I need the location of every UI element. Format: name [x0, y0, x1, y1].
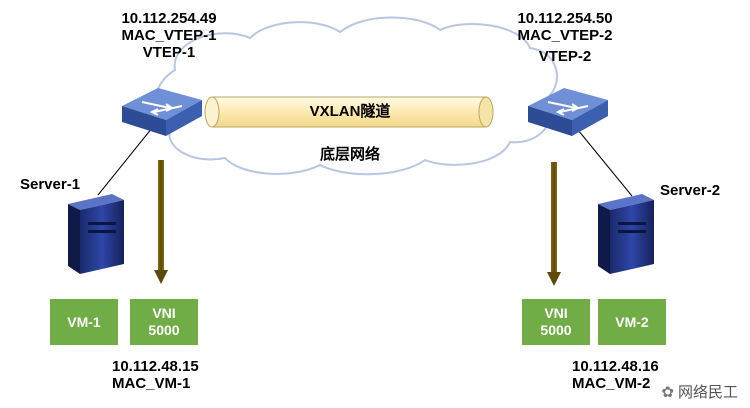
tunnel-label: VXLAN隧道: [309, 103, 391, 120]
underlay-label: 底层网络: [319, 146, 380, 163]
vtep1-mac: MAC_VTEP-1: [121, 27, 217, 44]
vm2-mac: MAC_VM-2: [572, 375, 651, 392]
vtep2-mac: MAC_VTEP-2: [517, 27, 613, 44]
server1-label: Server-1: [20, 176, 81, 193]
vm1-mac: MAC_VM-1: [112, 375, 191, 392]
wechat-icon: ✿: [661, 382, 674, 401]
vm2-ip: 10.112.48.16: [572, 358, 659, 375]
vtep1-ip: 10.112.254.49: [121, 10, 217, 27]
server-icon: [598, 194, 654, 274]
vtep2-name: VTEP-2: [538, 48, 592, 65]
switch-icon: [122, 88, 202, 136]
server-icon: [68, 194, 124, 274]
vm1-ip: 10.112.48.15: [112, 358, 199, 375]
arrow-down-icon: [547, 162, 561, 286]
switch-icon: [528, 88, 608, 136]
vni-box: VNI 5000: [130, 299, 198, 345]
arrow-down-icon: [154, 160, 168, 284]
vtep1-name: VTEP-1: [142, 44, 196, 61]
vm1-box: VM-1: [50, 299, 118, 345]
link-server1-vtep1: [97, 127, 153, 196]
server2-label: Server-2: [660, 182, 721, 199]
vtep2-ip: 10.112.254.50: [517, 10, 613, 27]
link-server2-vtep2: [577, 129, 633, 197]
vm2-box: VM-2: [598, 299, 666, 345]
watermark-text: 网络民工: [677, 383, 738, 401]
vxlan-tunnel: [204, 96, 494, 128]
watermark: ✿ 网络民工: [661, 381, 738, 402]
vni-box: VNI 5000: [522, 299, 590, 345]
